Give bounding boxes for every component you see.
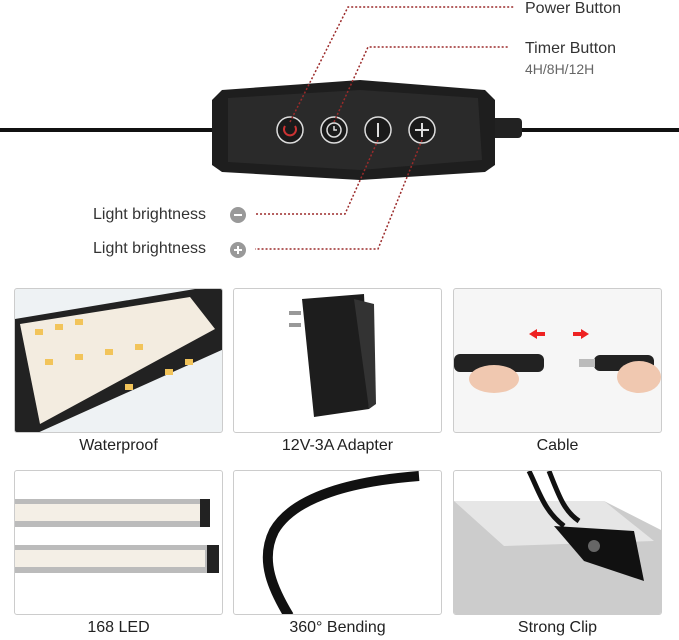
timer-button-icon xyxy=(320,116,348,144)
feature-label-adapter: 12V-3A Adapter xyxy=(281,437,394,454)
controller-diagram xyxy=(0,6,679,258)
clip-image xyxy=(453,470,662,615)
brightness-up-label: Light brightness xyxy=(93,240,206,257)
timer-options: 4H/8H/12H xyxy=(525,61,595,77)
feature-label-waterproof: Waterproof xyxy=(79,437,158,454)
feature-label-clip: Strong Clip xyxy=(517,619,598,636)
waterproof-image xyxy=(14,288,223,433)
cable-image xyxy=(453,288,662,433)
feature-label-cable: Cable xyxy=(536,437,579,454)
brightness-down-label: Light brightness xyxy=(93,206,206,223)
power-button-icon xyxy=(276,116,304,144)
brightness-down-button-icon xyxy=(364,116,392,144)
brightness-up-button-icon xyxy=(408,116,436,144)
gooseneck-image xyxy=(233,470,442,615)
timer-button-label: Timer Button xyxy=(525,40,616,57)
led-strips-image xyxy=(14,470,223,615)
feature-label-led: 168 LED xyxy=(87,619,150,636)
power-button-label: Power Button xyxy=(525,0,622,17)
feature-label-bending: 360° Bending xyxy=(289,619,386,636)
adapter-image xyxy=(233,288,442,433)
